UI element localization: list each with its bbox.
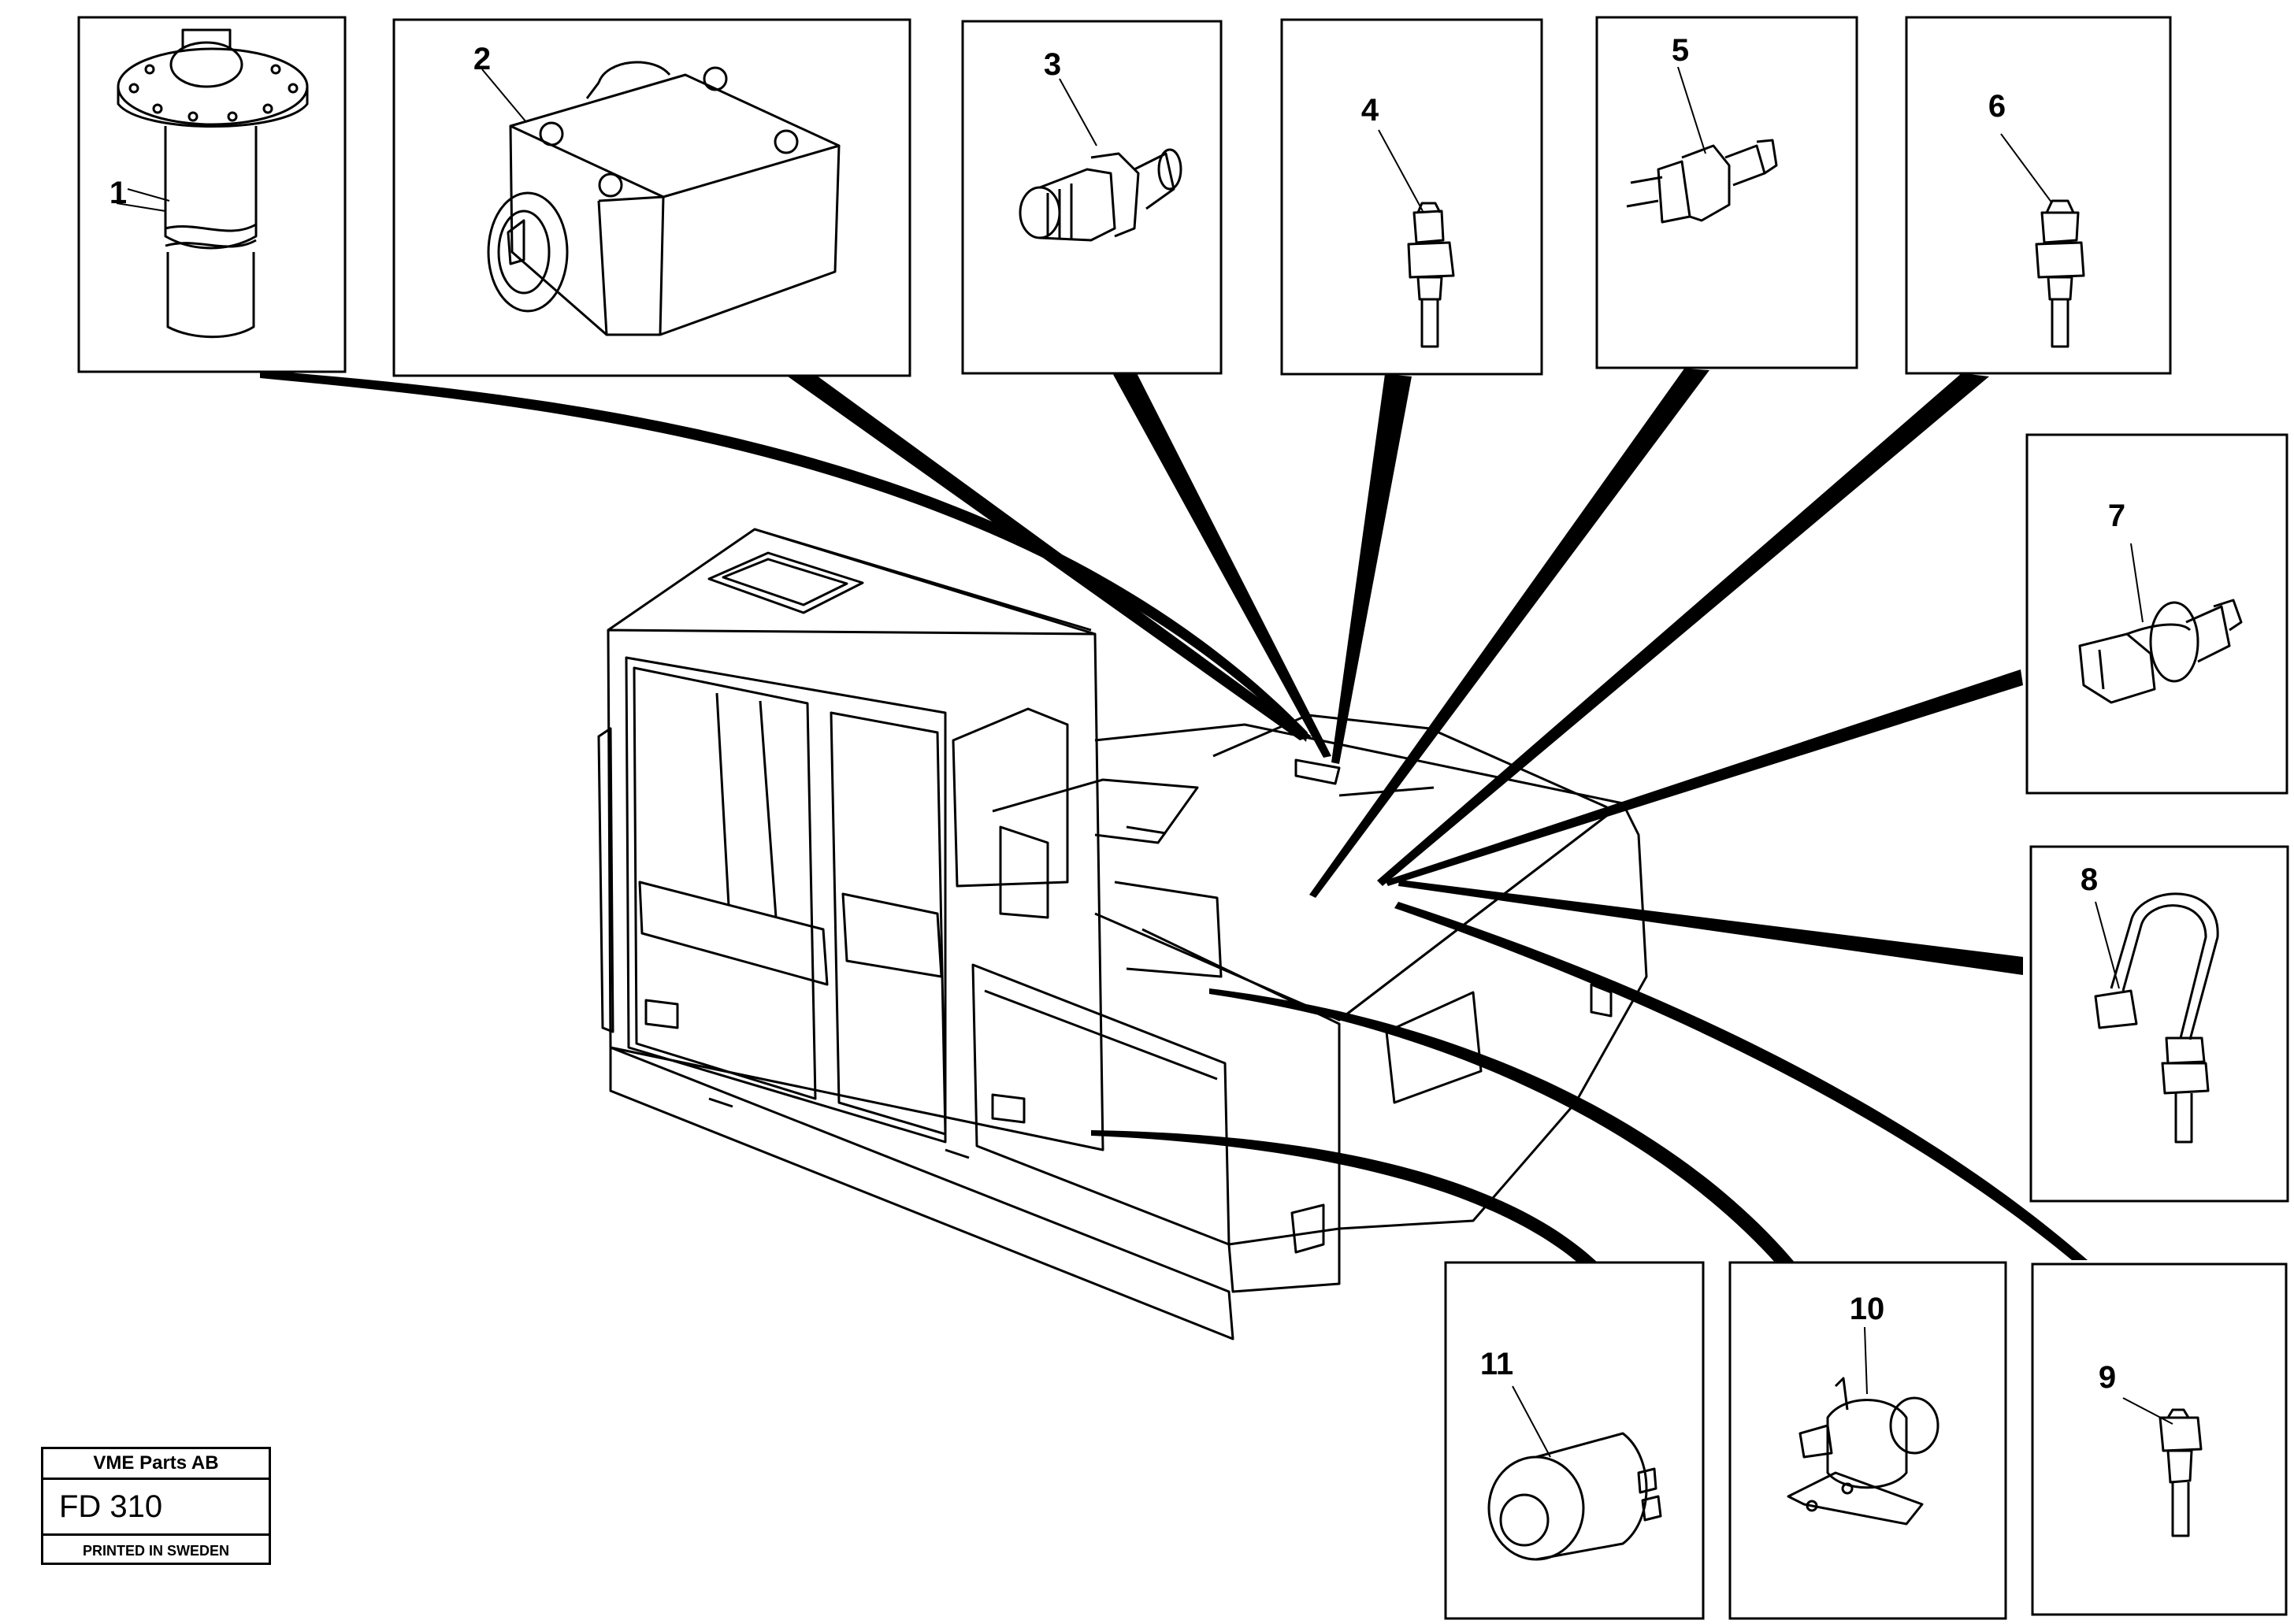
frame-6 xyxy=(1906,17,2170,373)
part-3-sender xyxy=(1020,150,1181,240)
part-11-sensor-can xyxy=(1489,1433,1661,1559)
frame-8 xyxy=(2031,847,2288,1201)
frame-9 xyxy=(2032,1264,2286,1615)
pointer-lines xyxy=(128,67,2173,1457)
callout-2: 2 xyxy=(473,42,491,76)
callout-11: 11 xyxy=(1480,1347,1513,1381)
callout-6: 6 xyxy=(1988,89,2006,124)
callout-numbers: 1 2 3 4 5 6 7 8 9 10 11 xyxy=(110,33,2125,1395)
printed-note: PRINTED IN SWEDEN xyxy=(82,1543,229,1559)
leader-8 xyxy=(1398,880,2023,975)
part-9-temp-sender xyxy=(2160,1410,2201,1536)
leader-5 xyxy=(1309,369,1709,898)
part-2-pressure-switch xyxy=(488,62,839,335)
part-5-sender xyxy=(1627,140,1776,222)
leader-6 xyxy=(1377,373,1989,886)
title-block: VME Parts AB FD 310 PRINTED IN SWEDEN xyxy=(41,1447,271,1565)
drawing-code: FD 310 xyxy=(43,1480,269,1536)
leader-lines xyxy=(260,369,2088,1264)
part-7-pressure-switch xyxy=(2080,600,2241,703)
frame-5 xyxy=(1597,17,1857,368)
callout-4: 4 xyxy=(1361,93,1379,128)
callout-7: 7 xyxy=(2108,499,2125,533)
leader-3 xyxy=(1111,369,1331,758)
part-8-sender-cable xyxy=(2095,894,2218,1142)
frame-3 xyxy=(963,21,1221,373)
leader-2 xyxy=(788,372,1312,740)
frame-1 xyxy=(79,17,345,372)
leader-4 xyxy=(1331,374,1412,764)
frame-11 xyxy=(1446,1262,1703,1618)
part-4-temp-sender xyxy=(1409,203,1453,347)
leader-7 xyxy=(1385,669,2023,886)
part-1-level-sensor xyxy=(117,30,307,337)
company-name: VME Parts AB xyxy=(43,1449,269,1480)
callout-8: 8 xyxy=(2081,862,2098,897)
frame-10 xyxy=(1730,1262,2006,1618)
frame-4 xyxy=(1282,20,1542,374)
callout-10: 10 xyxy=(1850,1292,1885,1326)
callout-1: 1 xyxy=(110,176,127,210)
part-6-temp-switch xyxy=(2036,201,2084,347)
part-frames xyxy=(79,17,2288,1618)
part-10-solenoid-valve xyxy=(1788,1378,1938,1524)
leader-11 xyxy=(1091,1130,1599,1264)
part-drawings xyxy=(117,30,2241,1559)
excavator-drawing xyxy=(599,529,1646,1339)
callout-5: 5 xyxy=(1672,33,1689,68)
callout-9: 9 xyxy=(2099,1360,2116,1395)
callout-3: 3 xyxy=(1044,47,1061,82)
